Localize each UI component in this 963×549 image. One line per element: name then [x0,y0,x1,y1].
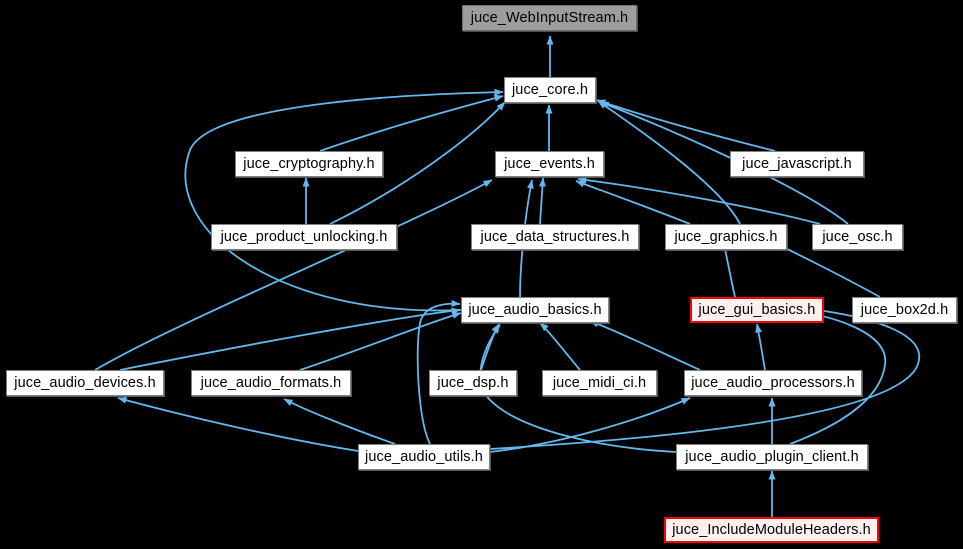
graph-node-audio_devices[interactable]: juce_audio_devices.h [6,370,164,396]
graph-node-events[interactable]: juce_events.h [495,151,604,177]
graph-node-include_module[interactable]: juce_IncludeModuleHeaders.h [664,517,879,543]
graph-node-audio_processors[interactable]: juce_audio_processors.h [684,370,862,396]
graph-node-label: juce_data_structures.h [480,228,630,245]
graph-edge-audio_utils-to-audio_devices [117,396,359,452]
graph-edge-osc-to-events [577,176,821,225]
graph-node-label: juce_audio_basics.h [468,301,602,318]
graph-node-label: juce_gui_basics.h [698,301,816,318]
graph-edge-graphics-to-core [597,100,741,225]
graph-node-cryptography[interactable]: juce_cryptography.h [235,151,383,177]
graph-node-label: juce_audio_devices.h [14,374,156,391]
graph-node-label: juce_graphics.h [674,228,778,245]
graph-edge-audio_utils-to-audio_basics [416,299,461,445]
graph-node-dsp[interactable]: juce_dsp.h [429,370,517,396]
graph-node-label: juce_osc.h [822,228,893,245]
graph-edge-javascript-to-core [596,99,776,152]
graph-edge-audio_basics-to-core [184,88,504,312]
graph-node-label: juce_core.h [511,81,589,98]
graph-edge-audio_devices-to-audio_basics [119,307,461,371]
graph-node-audio_utils[interactable]: juce_audio_utils.h [358,444,490,470]
graph-node-core[interactable]: juce_core.h [504,77,596,103]
graph-node-midi_ci[interactable]: juce_midi_ci.h [542,370,657,396]
graph-node-label: juce_audio_processors.h [691,374,855,391]
graph-node-label: juce_audio_formats.h [200,374,342,391]
graph-edge-product_unlocking-to-core [329,101,506,225]
graph-edge-midi_ci-to-audio_basics [539,322,581,371]
graph-node-box2d[interactable]: juce_box2d.h [852,297,957,323]
graph-node-graphics[interactable]: juce_graphics.h [665,224,787,250]
graph-node-product_unlocking[interactable]: juce_product_unlocking.h [211,224,397,250]
graph-node-label: juce_product_unlocking.h [220,228,388,245]
graph-node-label: juce_events.h [504,155,595,172]
graph-edge-audio_plugin_client-to-audio_basics [479,324,677,453]
graph-edge-osc-to-core [599,101,849,225]
graph-edge-audio_processors-to-audio_basics [589,320,701,371]
graph-node-label: juce_audio_plugin_client.h [685,448,859,465]
graph-edge-graphics-to-events [575,180,691,225]
graph-node-gui_basics[interactable]: juce_gui_basics.h [690,297,824,323]
graph-edge-audio_utils-to-audio_formats [283,398,396,445]
graph-node-web_input_stream[interactable]: juce_WebInputStream.h [462,5,637,31]
graph-edge-data_structures-to-events [538,177,546,225]
graph-node-audio_formats[interactable]: juce_audio_formats.h [191,370,351,396]
graph-edge-audio_processors-to-gui_basics [755,323,766,371]
graph-edge-audio_devices-to-events [94,179,493,371]
graph-edge-audio_utils-to-audio_processors [489,397,691,453]
graph-node-label: juce_javascript.h [742,155,852,172]
graph-edge-cryptography-to-core [319,94,504,152]
graph-node-audio_plugin_client[interactable]: juce_audio_plugin_client.h [676,444,868,470]
graph-node-label: juce_cryptography.h [243,155,375,172]
graph-edge-audio_plugin_client-to-gui_basics [789,307,886,445]
graph-node-data_structures[interactable]: juce_data_structures.h [471,224,639,250]
graph-node-audio_basics[interactable]: juce_audio_basics.h [461,297,609,323]
graph-node-javascript[interactable]: juce_javascript.h [730,151,864,177]
graph-node-osc[interactable]: juce_osc.h [812,224,903,250]
graph-node-label: juce_dsp.h [437,374,509,391]
graph-node-label: juce_IncludeModuleHeaders.h [672,521,871,538]
graph-node-label: juce_box2d.h [860,301,949,318]
graph-node-label: juce_midi_ci.h [552,374,647,391]
graph-edge-audio_formats-to-audio_basics [299,312,462,371]
graph-node-label: juce_WebInputStream.h [470,9,629,26]
graph-node-label: juce_audio_utils.h [365,448,483,465]
